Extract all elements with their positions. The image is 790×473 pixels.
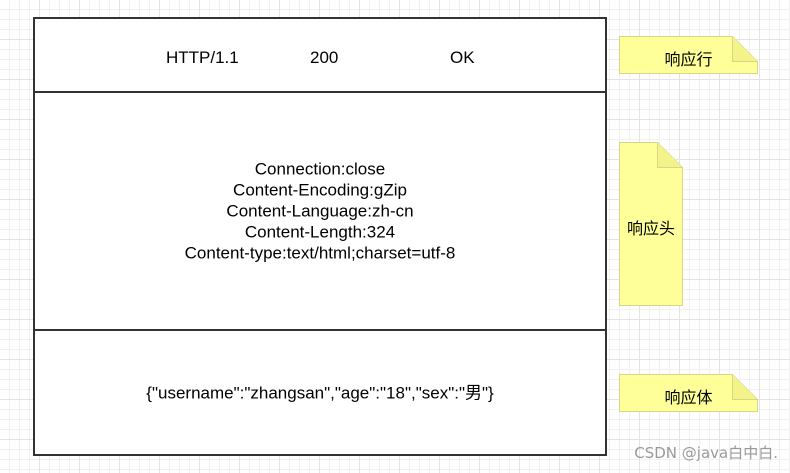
- status-code: 200: [310, 48, 339, 67]
- headers-list: Connection:close Content-Encoding:gZip C…: [35, 159, 605, 264]
- http-version: HTTP/1.1: [166, 48, 239, 67]
- note-label: 响应体: [664, 388, 713, 407]
- note-shape: [619, 36, 758, 74]
- response-headers-box: Connection:close Content-Encoding:gZip C…: [33, 91, 607, 331]
- note-response-body: 响应体: [619, 374, 758, 412]
- body-content: {"username":"zhangsan","age":"18","sex":…: [146, 383, 494, 402]
- note-response-headers: 响应头: [619, 142, 683, 306]
- header-line: Content-Language:zh-cn: [226, 201, 414, 221]
- note-label: 响应行: [664, 50, 713, 69]
- header-line: Content-Encoding:gZip: [233, 180, 407, 200]
- reason-phrase: OK: [450, 48, 475, 67]
- header-line: Connection:close: [254, 159, 386, 179]
- note-response-line: 响应行: [619, 36, 758, 74]
- note-shape: [619, 374, 758, 412]
- response-body-box: {"username":"zhangsan","age":"18","sex":…: [33, 329, 607, 456]
- response-line-box: HTTP/1.1 200 OK: [33, 17, 607, 93]
- header-line: Content-Length:324: [244, 222, 396, 242]
- watermark: CSDN @java白中白.: [634, 444, 778, 462]
- note-shape: [619, 142, 683, 306]
- note-label: 响应头: [626, 219, 675, 238]
- header-line: Content-type:text/html;charset=utf-8: [184, 243, 456, 263]
